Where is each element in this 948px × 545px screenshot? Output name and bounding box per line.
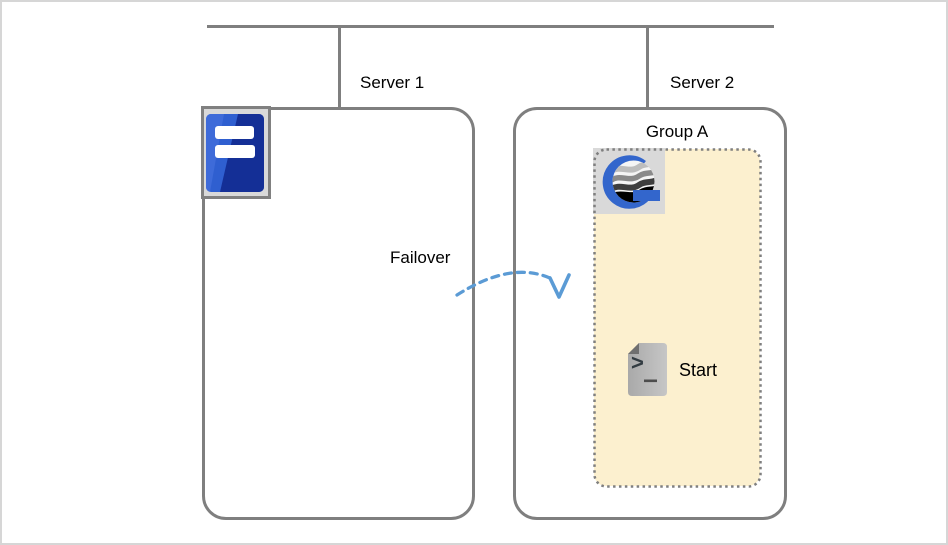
- glassfish-icon: [593, 148, 665, 214]
- server2-link-line: [646, 25, 649, 109]
- group-a-border: [593, 148, 762, 488]
- failover-arrow: [455, 270, 571, 299]
- group-a-label: Group A: [645, 122, 709, 141]
- server2-label: Server 2: [670, 73, 735, 92]
- server1-link-line: [338, 25, 341, 109]
- failover-label: Failover: [390, 248, 451, 267]
- script-file-icon-graphic: >: [628, 343, 667, 396]
- glassfish-icon-graphic: [602, 155, 660, 209]
- server1-label: Server 1: [360, 73, 425, 92]
- script-prompt-glyph: >: [631, 350, 644, 375]
- network-bus-line: [207, 25, 774, 28]
- script-file-icon: >: [628, 343, 667, 396]
- server-icon: [201, 106, 271, 199]
- start-label: Start: [679, 360, 718, 380]
- server-icon-graphic: [206, 114, 264, 192]
